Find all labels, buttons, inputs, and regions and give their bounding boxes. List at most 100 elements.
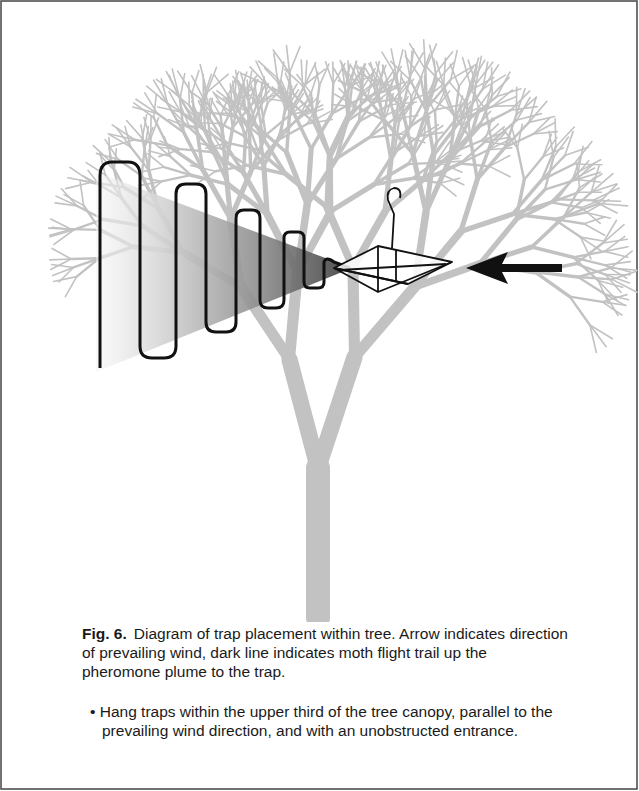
tree-branch: [289, 359, 318, 468]
tree-branch: [405, 56, 421, 78]
tree-branch: [611, 251, 632, 268]
tree-branch: [139, 181, 161, 185]
tree-branch: [162, 175, 191, 181]
tree-branch: [598, 204, 627, 206]
tree-branch: [274, 53, 278, 78]
tree-branch: [329, 115, 347, 153]
tree-branch: [109, 140, 134, 147]
tree-branch: [181, 149, 212, 152]
tree-branch: [315, 115, 329, 153]
tree-branch: [492, 78, 509, 96]
delta-trap: [334, 188, 452, 292]
tree-branch: [461, 214, 513, 231]
tree-branch: [369, 64, 384, 85]
tree-branch: [602, 295, 627, 302]
tree-branch: [598, 184, 617, 203]
tree-branch: [225, 168, 230, 219]
tree-branch: [272, 89, 294, 95]
tree-branch: [250, 67, 267, 85]
tree-branch: [532, 216, 565, 247]
tree-branch: [441, 86, 450, 111]
tree-branch: [50, 258, 71, 261]
tree-branch: [570, 297, 590, 325]
tree-branch: [52, 248, 71, 259]
tree-branch: [264, 166, 267, 214]
tree-branch: [374, 179, 412, 185]
tree-branch: [330, 121, 348, 158]
tree-branch: [301, 60, 302, 85]
tree-branch: [486, 86, 492, 110]
tree-branch: [436, 61, 443, 85]
tree-branch: [554, 119, 556, 147]
tree-branch: [192, 76, 204, 99]
tree-branch: [315, 85, 319, 115]
tree-branch: [578, 146, 583, 172]
tree-branch: [315, 64, 320, 85]
tree-branch: [533, 132, 557, 134]
tree-branch: [51, 259, 71, 270]
tree-branch: [303, 86, 316, 116]
instruction-text: • Hang traps within the upper third of t…: [90, 703, 553, 739]
tree-branch: [440, 183, 456, 196]
tree-branch: [476, 62, 493, 84]
tree-branch: [554, 137, 569, 157]
tree-branch: [353, 268, 355, 357]
tree-branch: [145, 93, 158, 114]
bullet-note: • Hang traps within the upper third of t…: [86, 700, 582, 742]
tree-branch: [159, 149, 181, 156]
tree-branch: [603, 239, 627, 243]
tree-branch: [190, 165, 215, 171]
tree-branch: [516, 190, 545, 220]
tree-branch: [170, 157, 191, 176]
pheromone-plume: [96, 172, 352, 372]
tree-branch: [220, 123, 244, 136]
figure-number: Fig. 6.: [82, 625, 127, 642]
tree-branch: [489, 166, 510, 176]
tree-branch: [564, 192, 591, 216]
tree-branch: [176, 120, 195, 129]
tree-branch: [489, 148, 512, 150]
tree-branch: [421, 78, 427, 112]
tree-branch: [65, 277, 76, 297]
tree-branch: [444, 58, 446, 85]
tree-branch: [290, 47, 301, 73]
tree-branch: [405, 51, 410, 77]
tree-branch: [611, 268, 637, 270]
tree-branch: [603, 220, 617, 243]
figure-caption: Fig. 6.Diagram of trap placement within …: [78, 622, 572, 683]
tree-branch: [524, 157, 543, 180]
tree-branch: [576, 243, 603, 264]
tree-branch: [211, 128, 228, 143]
tree-branch: [287, 113, 290, 153]
tree-branch: [325, 62, 333, 84]
tree-branch: [336, 138, 369, 159]
tree-branch: [327, 153, 330, 207]
tree-branch: [584, 224, 605, 235]
tree-branch: [228, 143, 258, 150]
tree-branch: [410, 97, 411, 127]
tree-branch: [529, 117, 555, 123]
tree-branch: [71, 257, 99, 260]
tree-branch: [263, 138, 286, 174]
flight-trail: [100, 162, 350, 368]
tree-branch: [332, 62, 334, 84]
tree-branch: [171, 91, 189, 106]
tree-branch: [53, 267, 74, 275]
tree-branch: [154, 95, 157, 118]
tree-branch: [427, 112, 434, 155]
tree-branch: [461, 180, 478, 232]
tree: [49, 40, 637, 618]
tree-branch: [257, 104, 263, 138]
tree-branch: [470, 138, 477, 180]
tree-branch: [144, 117, 151, 139]
tree-branch: [257, 77, 264, 104]
tree-branch: [56, 196, 77, 206]
tree-branch: [602, 302, 622, 315]
tree-branch: [306, 468, 330, 618]
tree-branch: [605, 247, 628, 252]
tree-branch: [450, 64, 459, 86]
tree-branch: [427, 82, 437, 112]
tree-branch: [413, 108, 427, 154]
tree-branch: [70, 167, 92, 182]
